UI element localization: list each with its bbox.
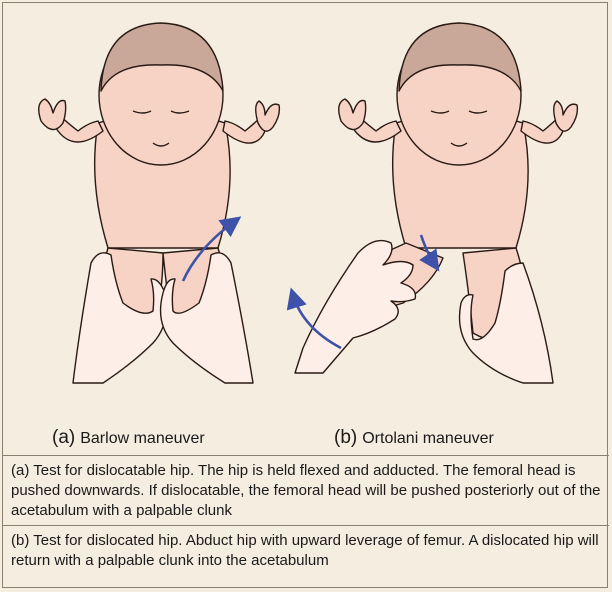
caption-text-a: Barlow maneuver (80, 430, 205, 448)
barlow-infant (39, 23, 280, 383)
description-ortolani: (b) Test for dislocated hip. Abduct hip … (3, 531, 609, 571)
divider (3, 455, 609, 456)
caption-tag-b: (b) (334, 427, 357, 449)
caption-barlow: (a) Barlow maneuver (52, 427, 205, 453)
infant-hip-illustration (3, 3, 609, 423)
ortolani-infant (295, 23, 577, 383)
caption-tag-a: (a) (52, 427, 75, 449)
description-barlow: (a) Test for dislocatable hip. The hip i… (3, 461, 609, 521)
caption-ortolani: (b) Ortolani maneuver (334, 427, 494, 453)
divider (3, 525, 609, 526)
caption-text-b: Ortolani maneuver (362, 430, 494, 448)
